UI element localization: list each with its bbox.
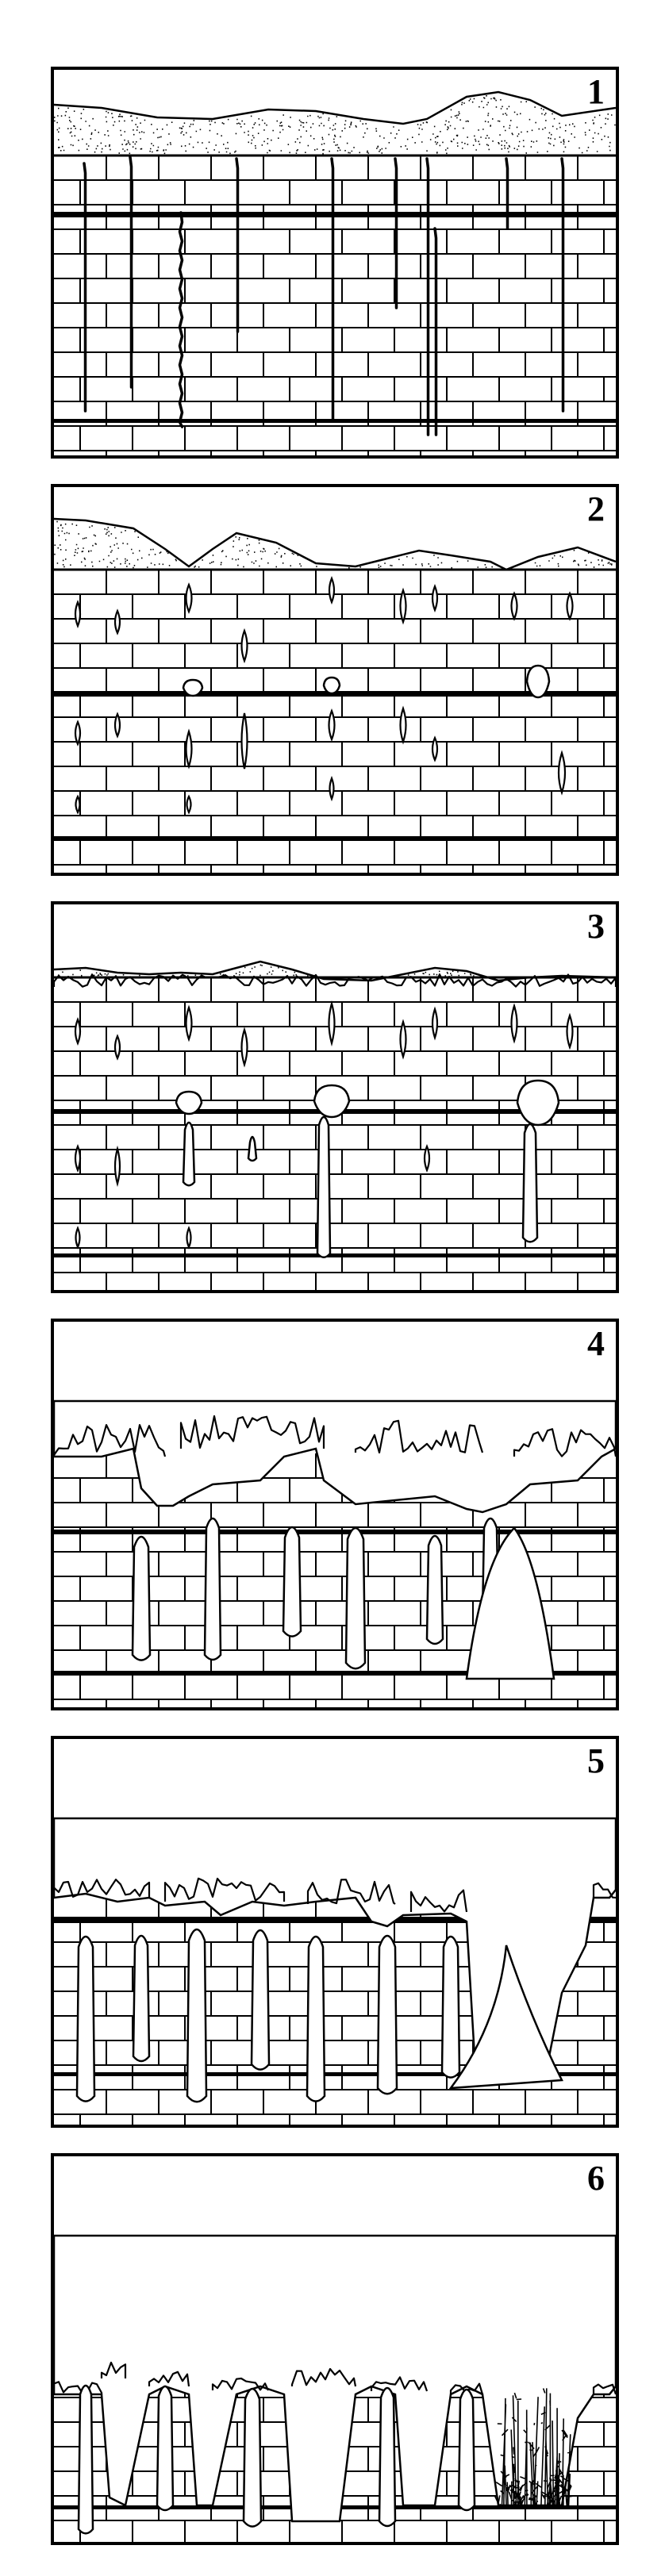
- stage-5-drawing: [54, 1817, 616, 2125]
- enlarged-shafts: [182, 1115, 539, 1259]
- soil-cover: [54, 517, 616, 571]
- soil-cover: [54, 90, 616, 157]
- collapse-cone: [465, 1526, 555, 1680]
- solution-pockets: [74, 576, 574, 815]
- stage-3-drawing: [54, 960, 616, 1290]
- stage-panel-2: 2: [51, 484, 619, 876]
- stage-6-drawing: [54, 2234, 616, 2542]
- panel-number-5: 5: [587, 1741, 605, 1780]
- pinnacle-tops: [54, 1877, 616, 1913]
- corroded-surface: [54, 973, 616, 988]
- karst-pinnacles: [77, 2384, 476, 2535]
- panel-number-4: 4: [587, 1324, 605, 1363]
- stage-panel-5: 5: [51, 1736, 619, 2128]
- bedding-cavities: [182, 664, 551, 699]
- panel-number-6: 6: [587, 2159, 605, 2198]
- eroded-upper-surface: [54, 1399, 616, 1514]
- pinnacle-tops: [54, 1415, 616, 1457]
- limestone-bricks: [54, 155, 616, 455]
- bedding-planes: [54, 1530, 616, 1675]
- vegetation: [494, 2388, 574, 2506]
- collapse-cone: [448, 1944, 563, 2090]
- eroded-upper-surface: [54, 2234, 616, 2523]
- solution-shafts: [75, 1928, 461, 2103]
- panel-number-2: 2: [587, 489, 605, 528]
- panel-number-1: 1: [587, 72, 605, 111]
- bedding-planes: [54, 691, 616, 840]
- panel-number-3: 3: [587, 907, 605, 946]
- stage-1-drawing: [54, 90, 616, 455]
- stage-2-drawing: [54, 517, 616, 873]
- soil-remnants: [54, 960, 616, 982]
- stage-4-drawing: [54, 1399, 616, 1707]
- pinnacle-tops: [54, 2361, 616, 2395]
- stage-panel-4: 4: [51, 1319, 619, 1710]
- limestone-bricks: [54, 570, 616, 873]
- solution-pockets: [74, 1000, 574, 1250]
- vertical-fractures: [83, 155, 565, 436]
- stage-panel-3: 3: [51, 901, 619, 1293]
- bedding-planes: [54, 212, 616, 423]
- stage-panel-1: 1: [51, 67, 619, 459]
- solution-shafts: [131, 1517, 500, 1670]
- bedding-cavities: [175, 1079, 560, 1127]
- bedding-planes: [54, 1918, 616, 2076]
- stage-panel-6: 6: [51, 2153, 619, 2545]
- eroded-upper-surface: [54, 1817, 616, 2082]
